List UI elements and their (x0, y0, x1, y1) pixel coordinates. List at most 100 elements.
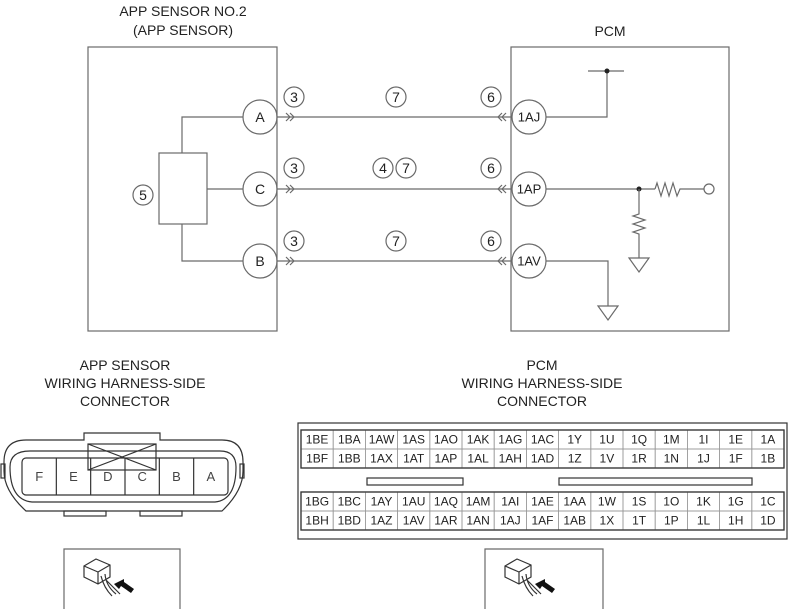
pcm-terminal-1ae: 1AE (526, 491, 560, 512)
pcm-terminal-1o: 1O (654, 491, 688, 512)
svg-text:3: 3 (290, 89, 298, 105)
app-terminal-b: B (158, 458, 181, 495)
pcm-terminal-label: 1AZ (370, 514, 392, 528)
pcm-terminal-label: 1AN (466, 514, 489, 528)
svg-text:5: 5 (139, 187, 147, 203)
pcm-terminal-1av: 1AV (397, 510, 431, 531)
pcm-terminal-1y: 1Y (558, 429, 592, 450)
pcm-terminal-label: 1BA (338, 433, 361, 447)
pcm-terminal-label: 1AU (402, 495, 425, 509)
pcm-terminal-label: 1I (698, 433, 708, 447)
connector-chevron-pcm-icon (497, 112, 507, 266)
callout-sensor-c: 3 (283, 157, 305, 179)
pcm-terminal-label: 1BD (338, 514, 362, 528)
pcm-terminal-label: 1AF (531, 514, 553, 528)
pcm-terminal-1t: 1T (622, 510, 656, 531)
app-terminal-label: A (206, 469, 215, 484)
pcm-terminal-label: 1AT (403, 452, 425, 466)
pcm-terminal-1v: 1V (590, 448, 624, 469)
svg-text:3: 3 (290, 233, 298, 249)
pcm-terminal-label: 1U (599, 433, 614, 447)
junction-dot-power (604, 68, 610, 74)
pcm-key-slot-left (366, 477, 464, 486)
pcm-terminal-1c: 1C (751, 491, 785, 512)
app-terminal-a: A (193, 458, 215, 495)
pcm-terminal-label: 1BF (306, 452, 328, 466)
pcm-terminal-label: 1BC (338, 495, 362, 509)
pcm-terminal-1s: 1S (622, 491, 656, 512)
pcm-terminal-1ao: 1AO (429, 429, 463, 450)
callout-wire-c-2: 7 (395, 157, 417, 179)
pcm-terminal-1aw: 1AW (364, 429, 398, 450)
pcm-terminal-1p: 1P (654, 510, 688, 531)
pcm-terminal-1g: 1G (719, 491, 753, 512)
pcm-terminal-1f: 1F (719, 448, 753, 469)
pcm-terminal-1h: 1H (719, 510, 753, 531)
pcm-terminal-1z: 1Z (558, 448, 592, 469)
pcm-terminal-1af: 1AF (526, 510, 560, 531)
pcm-terminal-label: 1E (728, 433, 743, 447)
pcm-terminal-label: 1L (697, 514, 711, 528)
callout-sensor-element: 5 (132, 184, 154, 206)
pcm-terminal-label: 1S (632, 495, 647, 509)
pcm-terminal-label: 1BH (305, 514, 328, 528)
pcm-connector-title-line2: WIRING HARNESS-SIDE (461, 375, 622, 391)
pcm-connector-title-line1: PCM (526, 357, 557, 373)
pcm-terminal-1x: 1X (590, 510, 624, 531)
pcm-terminal-label: 1D (760, 514, 776, 528)
resistor-series-icon (654, 180, 704, 199)
app-terminal-c: C (124, 458, 147, 495)
pcm-terminal-label: 1AM (466, 495, 491, 509)
pcm-terminal-1k: 1K (687, 491, 721, 512)
svg-text:1AV: 1AV (517, 254, 541, 269)
pcm-terminal-1at: 1AT (397, 448, 431, 469)
sensor-wire-a (181, 116, 243, 153)
pcm-terminal-1ab: 1AB (558, 510, 592, 531)
pcm-terminal-label: 1BG (305, 495, 329, 509)
pcm-terminal-label: 1AL (467, 452, 489, 466)
pcm-terminal-1r: 1R (622, 448, 656, 469)
pcm-lower-block-border (300, 491, 785, 531)
app-connector-title-line3: CONNECTOR (80, 393, 170, 409)
pcm-terminal-1d: 1D (751, 510, 785, 531)
pcm-terminal-label: 1AV (403, 514, 425, 528)
pcm-terminal-label: 1Z (568, 452, 582, 466)
callout-pcm-1av: 6 (480, 230, 502, 252)
svg-text:1AP: 1AP (517, 182, 542, 197)
svg-text:6: 6 (487, 89, 495, 105)
sensor-pin-a: A (242, 99, 278, 135)
pcm-terminal-label: 1AE (531, 495, 554, 509)
sensor-pin-b: B (242, 243, 278, 279)
sensor-title-line1: APP SENSOR NO.2 (119, 3, 247, 19)
svg-text:A: A (255, 109, 265, 125)
pcm-terminal-1ah: 1AH (493, 448, 527, 469)
app-terminal-label: E (69, 469, 78, 484)
app-terminal-label: D (103, 469, 112, 484)
pcm-wire-1av (546, 260, 609, 306)
pcm-terminal-label: 1BB (338, 452, 361, 466)
pcm-terminal-1ba: 1BA (332, 429, 366, 450)
pcm-terminal-1ad: 1AD (526, 448, 560, 469)
pcm-terminal-label: 1AY (371, 495, 393, 509)
pcm-terminal-1ap: 1AP (429, 448, 463, 469)
pcm-terminal-1i: 1I (687, 429, 721, 450)
pcm-terminal-1az: 1AZ (364, 510, 398, 531)
app-terminal-e: E (55, 458, 78, 495)
pcm-terminal-1ax: 1AX (364, 448, 398, 469)
pcm-terminal-label: 1AH (499, 452, 522, 466)
pcm-terminal-1e: 1E (719, 429, 753, 450)
pcm-title: PCM (594, 23, 625, 39)
pcm-key-slot-right (558, 477, 753, 486)
pcm-terminal-1n: 1N (654, 448, 688, 469)
pcm-terminal-1be: 1BE (300, 429, 334, 450)
pcm-pin-1ap: 1AP (511, 171, 547, 207)
app-connector-title-line1: APP SENSOR (80, 357, 171, 373)
view-direction-icon-right (484, 548, 604, 609)
svg-text:6: 6 (487, 233, 495, 249)
pcm-terminal-label: 1AB (563, 514, 586, 528)
ground-icon-signal (627, 257, 651, 274)
sensor-box (87, 46, 278, 332)
resistor-pulldown-icon (631, 189, 647, 258)
